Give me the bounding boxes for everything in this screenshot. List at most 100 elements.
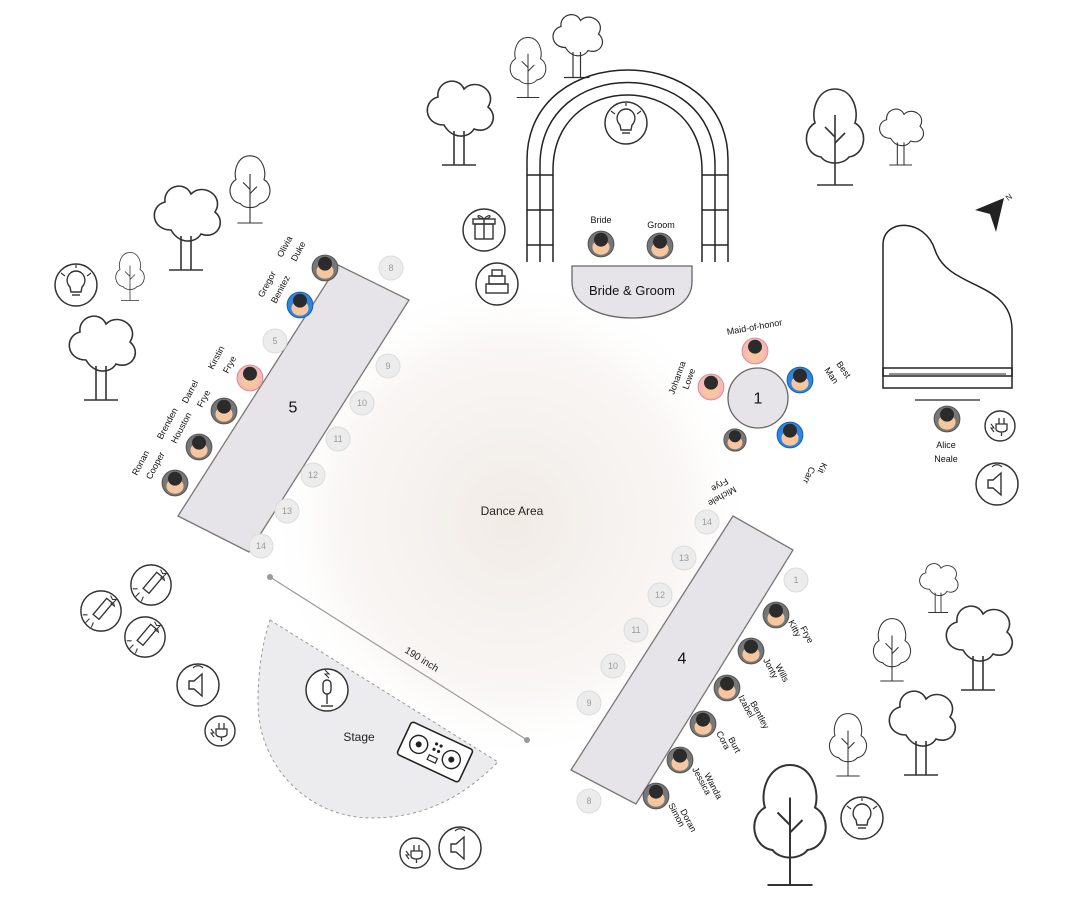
seat-table4-1-number: 1 [793,575,798,585]
lightbulb-icon [54,263,98,307]
best-man-avatar[interactable] [786,366,814,394]
alice-neale-avatar[interactable] [933,405,961,433]
table5-guest-brenden-avatar[interactable] [185,433,213,461]
seat-table5-14[interactable]: 14 [248,533,274,559]
seat-table5-8-number: 8 [388,263,393,273]
table4-guest-jessica-avatar[interactable] [666,746,694,774]
table4-guest-kitty-avatar[interactable] [762,601,790,629]
distance-line [267,574,530,743]
groom-avatar[interactable] [646,232,674,260]
power-plug-icon [204,715,236,747]
seat-table5-12-number: 12 [308,470,318,480]
seat-table4-10-number: 10 [608,661,618,671]
bride-avatar[interactable] [587,230,615,258]
table5-guest-kirstin-avatar[interactable] [236,364,264,392]
seat-table4-9-number: 9 [586,698,591,708]
table-4[interactable] [570,515,794,805]
table4-guest-cora-avatar[interactable] [689,710,717,738]
tree-icon [115,252,145,301]
seat-table5-9[interactable]: 9 [375,353,401,379]
gift-icon [462,208,506,252]
table-5-number: 5 [289,400,298,417]
seat-table4-8-number: 8 [586,796,591,806]
seat-table4-11[interactable]: 11 [623,617,649,643]
seat-table4-12-number: 12 [655,590,665,600]
seat-table4-9[interactable]: 9 [576,690,602,716]
tree-icon [919,563,959,614]
lightbulb-icon [840,796,884,840]
table5-guest-ronan-avatar[interactable] [161,469,189,497]
kit-carr-avatar[interactable] [776,421,804,449]
table5-guest-kirstin-last: Frye [221,354,238,375]
seat-table5-14-number: 14 [256,541,266,551]
piano-guest-first: Alice [936,440,956,450]
tree-icon [153,185,222,271]
seat-table5-8[interactable]: 8 [378,255,404,281]
bride-groom-table-label: Bride & Groom [589,283,675,298]
speaker-icon [438,826,482,870]
seat-table5-12[interactable]: 12 [300,462,326,488]
seat-table5-11[interactable]: 11 [325,426,351,452]
seat-table5-5[interactable]: 5 [262,328,288,354]
kit-label-2: Carr [801,465,817,485]
table5-guest-olivia-avatar[interactable] [311,254,339,282]
seat-table5-5-number: 5 [272,336,277,346]
tree-icon [888,690,957,776]
tree-icon [426,80,495,166]
table-1[interactable] [727,367,789,429]
seat-table4-12[interactable]: 12 [647,582,673,608]
bride-groom-table[interactable] [571,265,693,319]
dj-console-icon [396,721,474,783]
firework-icon [124,616,166,658]
tree-icon [828,713,868,777]
power-plug-icon [399,837,431,869]
seat-table4-11-number: 11 [631,625,640,635]
seat-table4-13-number: 13 [679,553,689,563]
table-4-seats: 14 13 12 11 10 9 8 1 [576,509,809,814]
seat-table4-1[interactable]: 1 [783,567,809,593]
tree-icon [509,37,547,98]
seat-table4-14[interactable]: 14 [694,509,720,535]
tree-icon [872,618,912,682]
seat-table4-13[interactable]: 13 [671,545,697,571]
arch-icon [526,69,729,262]
tree-icon [945,605,1014,691]
table-4-number: 4 [678,651,687,668]
johanna-lowe-avatar[interactable] [697,373,725,401]
kit-label-1: Kit [816,461,830,475]
table-5-seats: 8 5 9 10 11 12 13 14 [248,255,404,559]
seat-table4-8[interactable]: 8 [576,788,602,814]
dance-area [267,275,757,765]
table-1-number: 1 [754,391,763,408]
seat-table5-9-number: 9 [385,361,390,371]
seat-table5-11-number: 11 [333,434,342,444]
tree-icon [68,315,137,401]
power-plug-icon [984,410,1016,442]
michele-frye-avatar[interactable] [723,428,747,452]
compass-icon: N [975,192,1014,232]
table5-guest-gregor-avatar[interactable] [286,291,314,319]
tree-icon [805,88,865,186]
table4-guest-simon-avatar[interactable] [642,782,670,810]
seat-table4-14-number: 14 [702,517,712,527]
dance-area-label: Dance Area [481,504,544,518]
piano-guest-last: Neale [934,454,958,464]
stage-label: Stage [343,730,375,744]
cake-icon [475,262,519,306]
seat-table5-10[interactable]: 10 [349,390,375,416]
piano-icon[interactable] [882,224,1013,401]
tree-icon [552,14,604,79]
seat-table5-13[interactable]: 13 [274,498,300,524]
tree-icon [753,764,827,886]
maid-of-honor-avatar[interactable] [741,337,769,365]
table5-guest-darrel-avatar[interactable] [210,397,238,425]
seat-table4-10[interactable]: 10 [600,653,626,679]
table4-guest-jonty-avatar[interactable] [737,637,765,665]
seat-table5-13-number: 13 [282,506,292,516]
svg-text:N: N [1004,192,1014,203]
seat-table5-10-number: 10 [357,398,367,408]
speaker-icon [975,462,1019,506]
tree-icon [878,108,925,166]
maid-of-honor-label: Maid-of-honor [726,317,783,337]
lightbulb-icon [604,101,648,145]
